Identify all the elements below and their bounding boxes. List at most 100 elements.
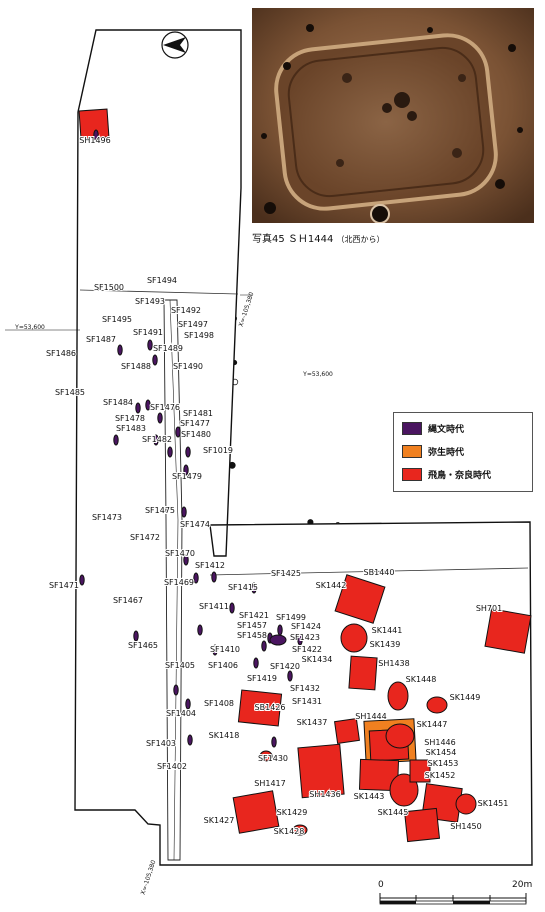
feature-label-sk1442: SK1442 xyxy=(316,581,347,590)
feature-label-sh1496: SH1496 xyxy=(79,136,110,145)
road-trench xyxy=(163,299,183,861)
jomon-pit xyxy=(153,434,159,446)
legend-item-yayoi: 弥生時代 xyxy=(402,444,464,458)
feature-label-sf1486: SF1486 xyxy=(46,349,76,358)
feature-sk1437 xyxy=(334,718,360,744)
feature-sf1430-pit xyxy=(259,750,273,762)
aerial-photo-sh1444 xyxy=(252,8,534,223)
jomon-pit xyxy=(287,670,293,682)
feature-label-sf1471: SF1471 xyxy=(49,581,79,590)
feature-label-sf1432: SF1432 xyxy=(290,684,320,693)
feature-label-sf1478: SF1478 xyxy=(115,414,145,423)
jomon-pit xyxy=(157,412,163,424)
jomon-pit xyxy=(229,602,235,614)
feature-label-sf1493: SF1493 xyxy=(135,297,165,306)
feature-label-sk1447: SK1447 xyxy=(417,720,448,729)
jomon-pit xyxy=(167,446,173,458)
jomon-pit xyxy=(152,354,158,366)
feature-label-sk1452: SK1452 xyxy=(425,771,456,780)
feature-label-sk1428: SK1428 xyxy=(274,827,305,836)
legend-swatch-jomon xyxy=(402,421,422,435)
period-legend: 縄文時代 弥生時代 飛鳥・奈良時代 xyxy=(393,412,533,492)
jomon-pit xyxy=(277,624,283,636)
cross-ditch-east xyxy=(209,567,529,576)
feature-label-sf1477: SF1477 xyxy=(180,419,210,428)
feature-label-sf1490: SF1490 xyxy=(173,362,203,371)
feature-sh701 xyxy=(484,608,532,654)
legend-item-asuka-nara: 飛鳥・奈良時代 xyxy=(402,467,491,481)
scale-end-label: 20m xyxy=(512,880,533,890)
feature-label-sf1494: SF1494 xyxy=(147,276,177,285)
feature-label-sf1485: SF1485 xyxy=(55,388,85,397)
feature-label-sk1451: SK1451 xyxy=(478,799,509,808)
jomon-pit xyxy=(185,446,191,458)
feature-label-sk1441: SK1441 xyxy=(372,626,403,635)
feature-label-sk1453: SK1453 xyxy=(428,759,459,768)
feature-label-sf1481: SF1481 xyxy=(183,409,213,418)
feature-label-sh1450: SH1450 xyxy=(450,822,481,831)
legend-swatch-yayoi xyxy=(402,444,422,458)
feature-sk1451-pit xyxy=(455,793,477,815)
jomon-pit xyxy=(271,736,277,748)
feature-label-sf1411: SF1411 xyxy=(199,602,229,611)
feature-label-sf1424: SF1424 xyxy=(291,622,321,631)
cross-ditch xyxy=(79,289,239,295)
feature-sk1448 xyxy=(387,681,409,711)
feature-label-sf1480: SF1480 xyxy=(181,430,211,439)
scale-bar: 0 20m xyxy=(378,880,532,908)
feature-label-sf1423: SF1423 xyxy=(290,633,320,642)
jomon-pit xyxy=(197,624,203,636)
feature-label-sf1489: SF1489 xyxy=(153,344,183,353)
feature-label-sf1457: SF1457 xyxy=(237,621,267,630)
feature-label-sf1412: SF1412 xyxy=(195,561,225,570)
feature-sk1447 xyxy=(385,723,415,749)
feature-label-sf1404: SF1404 xyxy=(166,709,196,718)
jomon-pit xyxy=(135,402,141,414)
feature-label-sf1465: SF1465 xyxy=(128,641,158,650)
feature-label-sf1421: SF1421 xyxy=(239,611,269,620)
jomon-pit xyxy=(187,734,193,746)
feature-label-sf1475: SF1475 xyxy=(145,506,175,515)
jomon-pit xyxy=(251,582,257,594)
photo-caption-main: 写真45 ＳＨ1444 xyxy=(252,234,334,245)
feature-label-sf1479: SF1479 xyxy=(172,472,202,481)
feature-label-sf1474: SF1474 xyxy=(180,520,210,529)
feature-label-sf1491: SF1491 xyxy=(133,328,163,337)
feature-label-sk1427: SK1427 xyxy=(204,816,235,825)
feature-label-sf1019: SF1019 xyxy=(203,446,233,455)
feature-label-sh701: SH701 xyxy=(476,604,502,613)
north-arrow-pointer xyxy=(163,37,186,53)
feature-label-sf1492: SF1492 xyxy=(171,306,201,315)
feature-label-sf1410: SF1410 xyxy=(210,645,240,654)
feature-label-sh1444: SH1444 xyxy=(355,712,386,721)
jomon-pit xyxy=(211,571,217,583)
feature-label-sf1469: SF1469 xyxy=(164,578,194,587)
feature-label-sh1417: SH1417 xyxy=(254,779,285,788)
feature-label-sf1467: SF1467 xyxy=(113,596,143,605)
feature-label-sb1440: SB1440 xyxy=(364,568,395,577)
feature-sk1454 xyxy=(409,759,431,783)
north-arrow-icon xyxy=(161,31,189,59)
jomon-pit xyxy=(145,399,151,411)
legend-label-jomon: 縄文時代 xyxy=(428,424,465,435)
feature-label-sf1402: SF1402 xyxy=(157,762,187,771)
feature-sh1417 xyxy=(232,790,280,834)
jomon-pit xyxy=(261,640,267,652)
photo-caption: 写真45 ＳＨ1444 （北西から） xyxy=(252,230,385,245)
feature-label-sf1406: SF1406 xyxy=(208,661,238,670)
legend-label-asuka-nara: 飛鳥・奈良時代 xyxy=(428,470,492,481)
legend-item-jomon: 縄文時代 xyxy=(402,421,464,435)
jomon-pit xyxy=(183,554,189,566)
feature-sk1428 xyxy=(292,824,308,836)
feature-label-sf1476: SF1476 xyxy=(150,403,180,412)
jomon-pit xyxy=(185,698,191,710)
feature-sh1438 xyxy=(348,655,378,691)
feature-sb1426 xyxy=(237,689,283,727)
jomon-pit xyxy=(297,634,303,646)
jomon-pit xyxy=(193,572,199,584)
feature-label-sk1449: SK1449 xyxy=(450,693,481,702)
jomon-pit xyxy=(93,129,99,141)
jomon-pit xyxy=(183,464,189,476)
